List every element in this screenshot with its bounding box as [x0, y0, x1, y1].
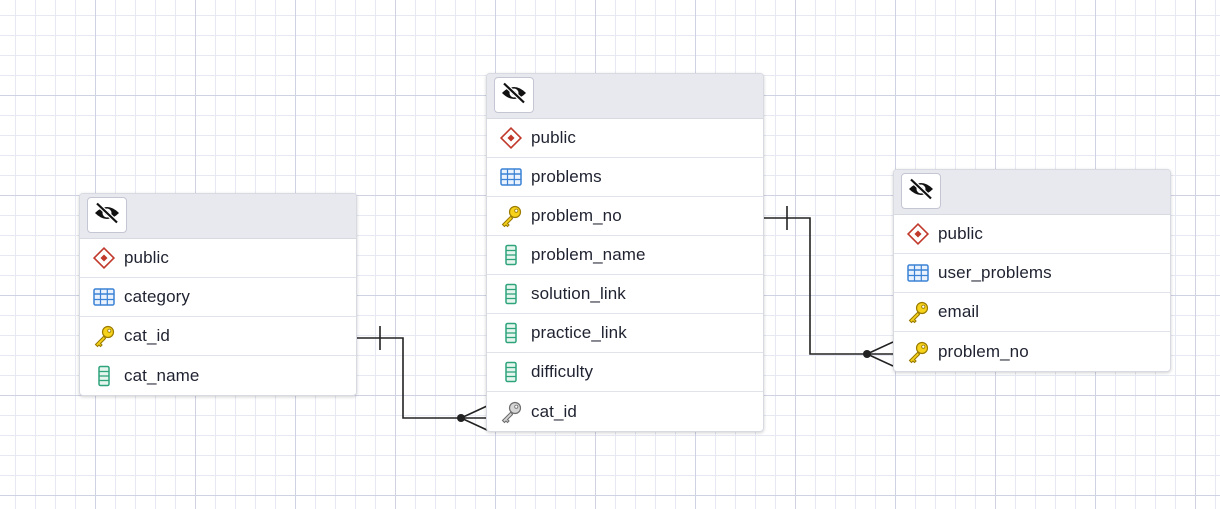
column-name: problem_no	[938, 341, 1029, 361]
primary-key-icon	[906, 300, 930, 324]
table-icon	[92, 285, 116, 309]
entity-category[interactable]: public category cat_id cat_name	[79, 193, 357, 396]
column-row[interactable]: problem_no	[487, 197, 763, 236]
column-row[interactable]: difficulty	[487, 353, 763, 392]
eye-off-icon	[94, 201, 120, 229]
crow-foot-lower	[460, 417, 488, 431]
column-name: practice_link	[531, 323, 627, 342]
toggle-visibility-button[interactable]	[494, 77, 534, 113]
column-name: cat_name	[124, 365, 200, 385]
entity-header	[487, 74, 763, 119]
column-icon	[92, 364, 116, 388]
table-row[interactable]: user_problems	[894, 254, 1170, 293]
crow-foot-lower	[866, 353, 894, 367]
table-name: user_problems	[938, 263, 1052, 282]
column-row[interactable]: practice_link	[487, 314, 763, 353]
column-name: difficulty	[531, 362, 594, 381]
foreign-key-icon	[499, 400, 523, 424]
entity-problems[interactable]: public problems problem_no problem_name …	[486, 73, 764, 432]
column-name: problem_no	[531, 206, 622, 225]
column-name: problem_name	[531, 245, 646, 264]
many-dot	[863, 350, 871, 358]
column-row[interactable]: solution_link	[487, 275, 763, 314]
table-name: problems	[531, 167, 602, 186]
schema-row[interactable]: public	[487, 119, 763, 158]
eye-off-icon	[908, 177, 934, 205]
column-name: cat_id	[124, 326, 170, 345]
column-icon	[499, 321, 523, 345]
schema-name: public	[124, 248, 170, 267]
column-row[interactable]: cat_id	[80, 317, 356, 356]
column-row[interactable]: problem_name	[487, 236, 763, 275]
column-icon	[499, 282, 523, 306]
schema-icon	[906, 222, 930, 246]
schema-name: public	[531, 128, 577, 147]
primary-key-icon	[906, 340, 930, 364]
column-row[interactable]: cat_name	[80, 356, 356, 395]
column-icon	[499, 360, 523, 384]
eye-off-icon	[501, 81, 527, 109]
crow-foot-upper	[460, 405, 488, 419]
primary-key-icon	[92, 324, 116, 348]
column-name: solution_link	[531, 284, 626, 303]
crow-foot-upper	[866, 341, 894, 355]
column-row[interactable]: problem_no	[894, 332, 1170, 371]
entity-user-problems[interactable]: public user_problems email problem_no	[893, 169, 1171, 372]
link-category-problems	[357, 326, 488, 431]
table-row[interactable]: category	[80, 278, 356, 317]
many-dot	[457, 414, 465, 422]
entity-header	[894, 170, 1170, 215]
toggle-visibility-button[interactable]	[901, 173, 941, 209]
schema-icon	[499, 126, 523, 150]
link-problems-user-problems	[763, 206, 894, 367]
schema-row[interactable]: public	[894, 215, 1170, 254]
table-row[interactable]: problems	[487, 158, 763, 197]
column-icon	[499, 243, 523, 267]
column-row[interactable]: email	[894, 293, 1170, 332]
schema-name: public	[938, 224, 984, 243]
column-row[interactable]: cat_id	[487, 392, 763, 431]
schema-row[interactable]: public	[80, 239, 356, 278]
column-name: cat_id	[531, 401, 577, 421]
entity-header	[80, 194, 356, 239]
schema-icon	[92, 246, 116, 270]
column-name: email	[938, 302, 980, 321]
toggle-visibility-button[interactable]	[87, 197, 127, 233]
table-icon	[906, 261, 930, 285]
table-icon	[499, 165, 523, 189]
primary-key-icon	[499, 204, 523, 228]
table-name: category	[124, 287, 191, 306]
